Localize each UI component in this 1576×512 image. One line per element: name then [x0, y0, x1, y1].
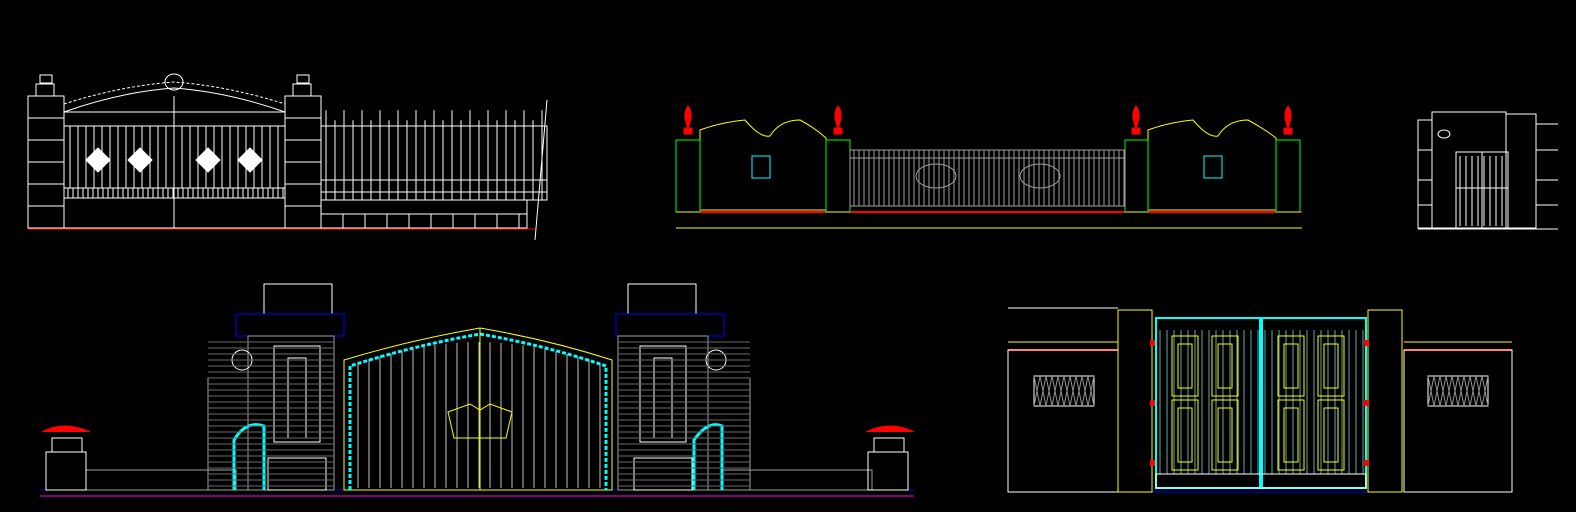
- right-flower-urn: [865, 425, 915, 491]
- left-flower-urn: [41, 425, 91, 491]
- right-gate-column: [1367, 309, 1403, 493]
- left-inner-pillar: [825, 139, 851, 213]
- right-outer-pillar: [1275, 139, 1301, 213]
- gate-medallions: [85, 147, 263, 173]
- red-pillar-finials: [683, 105, 1293, 135]
- iron-fence-bars: [325, 110, 543, 200]
- left-outer-pillar: [675, 139, 701, 213]
- pedestrian-gate-drawing: [1417, 111, 1558, 230]
- right-brick-pier: [615, 283, 751, 491]
- right-inner-pillar: [1124, 139, 1149, 213]
- right-curved-wall: [1147, 119, 1277, 211]
- fence-medallion-left: [915, 163, 957, 189]
- left-brick-pier: [207, 283, 345, 491]
- pedestrian-gate-arch: [1431, 111, 1507, 229]
- left-wall-plaque: [751, 155, 771, 179]
- main-gate-bars: [357, 342, 601, 488]
- modern-gate-drawing: [1007, 307, 1513, 493]
- fence-medallion-right: [1019, 163, 1061, 189]
- left-gate-column: [1117, 309, 1153, 493]
- main-brick-gate-drawing: [40, 283, 915, 497]
- right-side-wall: [1403, 349, 1513, 493]
- gate-crest: [447, 403, 513, 439]
- wall-iron-fence: [849, 149, 1126, 207]
- left-curved-wall: [699, 119, 827, 211]
- left-side-wall: [1007, 349, 1119, 493]
- ornate-iron-gate-drawing: [27, 73, 548, 241]
- wall-fence-drawing: [675, 105, 1302, 229]
- gold-panel-patterns: [1171, 335, 1345, 471]
- right-wall-plaque: [1203, 155, 1223, 179]
